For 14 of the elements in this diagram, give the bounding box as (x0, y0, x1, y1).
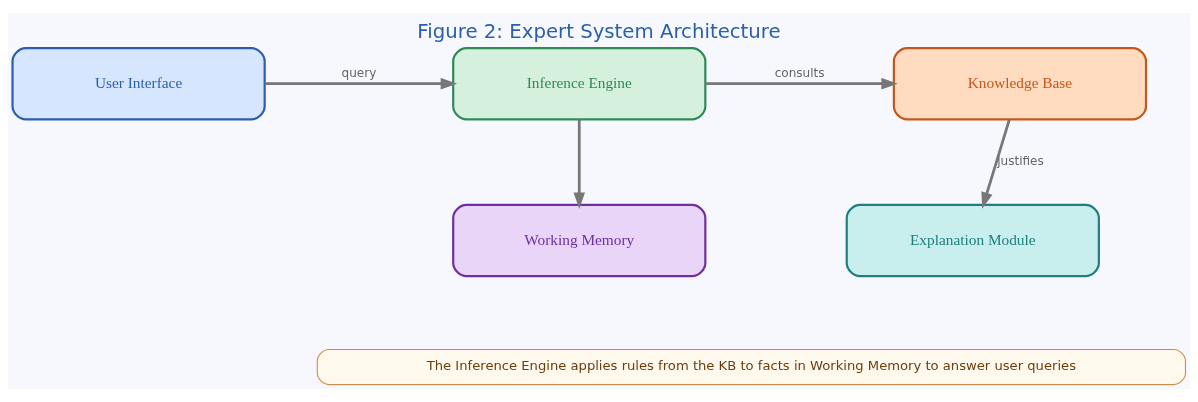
arrow (573, 119, 586, 209)
node-box: The Inference Engine applies rules from the KB to facts in Working Memory to answer user queries (316, 349, 1186, 386)
node-box: User Interface (11, 47, 266, 121)
node-box: Knowledge Base (892, 47, 1148, 121)
node-box: Working Memory (452, 203, 707, 278)
node-box: Explanation Module (845, 203, 1100, 278)
diagram-title: Figure 2: Expert System Architecture (417, 19, 781, 43)
edge-label: consults (774, 65, 825, 80)
arrow (264, 77, 458, 90)
arrow (705, 77, 898, 90)
node-box: Inference Engine (452, 47, 707, 121)
edge-label: query (341, 65, 377, 80)
arrow (981, 119, 1011, 209)
edge-label: justifies (997, 154, 1044, 169)
